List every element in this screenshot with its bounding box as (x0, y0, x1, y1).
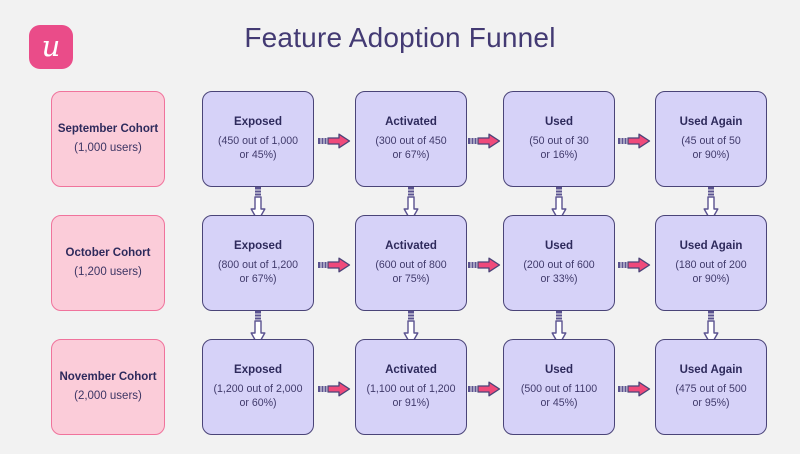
stage-detail-line1: (800 out of 1,200 (217, 258, 299, 271)
stage-detail-line1: (475 out of 500 (675, 382, 747, 395)
funnel-stage-box[interactable]: Used (500 out of 1100 or 45%) (503, 339, 615, 435)
stage-detail-line1: (600 out of 800 (375, 258, 447, 271)
stage-label: Activated (385, 116, 437, 129)
stage-label: Exposed (234, 364, 282, 377)
funnel-stage-box[interactable]: Used Again (180 out of 200 or 90%) (655, 215, 767, 311)
stage-label: Used Again (679, 240, 743, 253)
cohort-row: September Cohort (1,000 users) Exposed (… (0, 82, 800, 222)
funnel-stage-box[interactable]: Used (50 out of 30 or 16%) (503, 91, 615, 187)
brand-logo: u (29, 25, 73, 69)
stage-label: Used (544, 240, 574, 253)
funnel-grid: September Cohort (1,000 users) Exposed (… (0, 82, 800, 454)
stage-detail-line1: (45 out of 50 (681, 134, 741, 147)
arrow-right-icon (318, 256, 352, 274)
stage-detail-line2: or 90%) (692, 272, 730, 285)
arrow-right-icon (618, 380, 652, 398)
stage-detail-line1: (300 out of 450 (375, 134, 447, 147)
page-title: Feature Adoption Funnel (244, 22, 556, 53)
stage-detail-line1: (450 out of 1,000 (217, 134, 299, 147)
userpilot-u-logo-icon: u (41, 28, 61, 63)
stage-label: Used (544, 116, 574, 129)
stage-label: Activated (385, 240, 437, 253)
cohort-name: September Cohort (57, 123, 159, 136)
cohort-label-november: November Cohort (2,000 users) (51, 339, 165, 435)
arrow-right-icon (468, 256, 502, 274)
stage-detail-line2: or 75%) (392, 272, 430, 285)
arrow-right-icon (318, 132, 352, 150)
stage-detail-line2: or 60%) (239, 396, 277, 409)
stage-label: Exposed (234, 116, 282, 129)
funnel-stage-box[interactable]: Activated (600 out of 800 or 75%) (355, 215, 467, 311)
cohort-row: November Cohort (2,000 users) Exposed (1… (0, 330, 800, 454)
cohort-size: (2,000 users) (74, 389, 142, 402)
cohort-label-october: October Cohort (1,200 users) (51, 215, 165, 311)
stage-detail-line1: (50 out of 30 (529, 134, 589, 147)
funnel-stage-box[interactable]: Exposed (1,200 out of 2,000 or 60%) (202, 339, 314, 435)
stage-detail-line2: or 67%) (392, 148, 430, 161)
funnel-stage-box[interactable]: Used (200 out of 600 or 33%) (503, 215, 615, 311)
funnel-stage-box[interactable]: Exposed (800 out of 1,200 or 67%) (202, 215, 314, 311)
arrow-right-icon (618, 132, 652, 150)
cohort-size: (1,000 users) (74, 141, 142, 154)
arrow-right-icon (618, 256, 652, 274)
cohort-name: October Cohort (65, 247, 151, 260)
stage-label: Used Again (679, 116, 743, 129)
stage-detail-line1: (200 out of 600 (523, 258, 595, 271)
funnel-stage-box[interactable]: Activated (1,100 out of 1,200 or 91%) (355, 339, 467, 435)
stage-detail-line2: or 45%) (540, 396, 578, 409)
funnel-stage-box[interactable]: Activated (300 out of 450 or 67%) (355, 91, 467, 187)
funnel-stage-box[interactable]: Used Again (475 out of 500 or 95%) (655, 339, 767, 435)
arrow-right-icon (318, 380, 352, 398)
arrow-right-icon (468, 380, 502, 398)
cohort-name: November Cohort (59, 371, 157, 384)
stage-detail-line2: or 91%) (392, 396, 430, 409)
stage-detail-line1: (500 out of 1100 (520, 382, 598, 395)
funnel-stage-box[interactable]: Used Again (45 out of 50 or 90%) (655, 91, 767, 187)
stage-label: Used (544, 364, 574, 377)
stage-detail-line2: or 90%) (692, 148, 730, 161)
stage-detail-line1: (1,100 out of 1,200 (366, 382, 456, 395)
stage-detail-line2: or 45%) (239, 148, 277, 161)
stage-detail-line1: (1,200 out of 2,000 (213, 382, 303, 395)
stage-detail-line2: or 33%) (540, 272, 578, 285)
funnel-stage-box[interactable]: Exposed (450 out of 1,000 or 45%) (202, 91, 314, 187)
stage-label: Used Again (679, 364, 743, 377)
stage-label: Exposed (234, 240, 282, 253)
cohort-row: October Cohort (1,200 users) Exposed (80… (0, 206, 800, 346)
stage-label: Activated (385, 364, 437, 377)
stage-detail-line2: or 16%) (540, 148, 578, 161)
stage-detail-line1: (180 out of 200 (675, 258, 747, 271)
arrow-right-icon (468, 132, 502, 150)
stage-detail-line2: or 67%) (239, 272, 277, 285)
cohort-label-september: September Cohort (1,000 users) (51, 91, 165, 187)
stage-detail-line2: or 95%) (692, 396, 730, 409)
cohort-size: (1,200 users) (74, 265, 142, 278)
